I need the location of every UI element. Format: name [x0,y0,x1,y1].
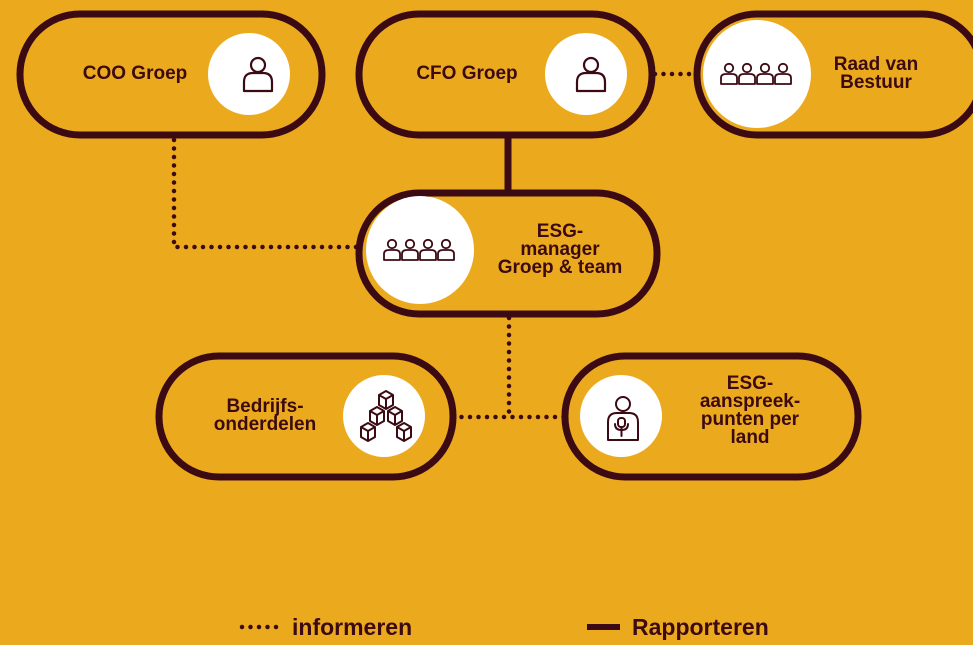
label-esg-aanspreekpunten: ESG- aanspreek- punten per land [699,373,801,448]
node-esg-aanspreekpunten [561,352,862,481]
node-esg-manager [355,189,661,318]
node-bedrijfsonderdelen [155,352,457,481]
label-cfo-groep: CFO Groep [416,63,518,84]
dots-coo-to-esg-manager [171,137,363,250]
dotted-line-icon [239,624,282,630]
label-esg-manager: ESG- manager Groep & team [497,221,623,278]
node-coo-groep [16,10,326,139]
aanspreek-icon-circle [580,375,662,457]
legend-rapporteren-label: Rapporteren [632,613,769,640]
label-raad-van-bestuur: Raad van Bestuur [833,54,919,93]
legend-informeren-label: informeren [292,613,413,640]
raad-icon-circle [703,20,811,128]
legend-informeren: informeren [238,612,412,642]
label-coo-groep: COO Groep [82,63,188,84]
legend-rapporteren: Rapporteren [586,612,769,642]
node-cfo-groep [355,10,656,139]
label-bedrijfsonderdelen: Bedrijfs- onderdelen [213,396,317,435]
node-raad-van-bestuur [693,10,973,139]
connectors [171,71,700,420]
solid-line-icon [587,624,620,630]
esg-manager-icon-circle [366,196,474,304]
